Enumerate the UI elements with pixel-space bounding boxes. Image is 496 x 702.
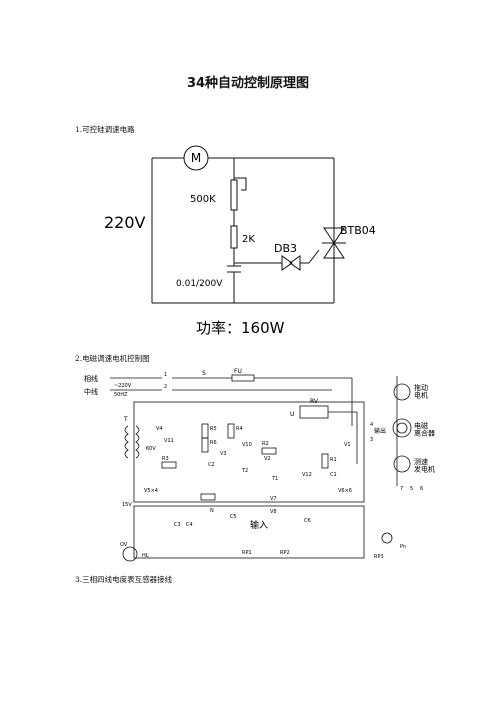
r3-label: R3 <box>162 456 169 462</box>
resistor-label: 2K <box>242 234 255 245</box>
c6-label: C6 <box>304 518 311 524</box>
rv-label: RV <box>310 398 319 405</box>
v3-label: V3 <box>220 451 227 457</box>
v10-label: V10 <box>242 442 252 448</box>
v12-label: V12 <box>302 472 312 478</box>
v4-label: V4 <box>156 426 163 432</box>
page-title: 34种自动控制原理图 <box>186 76 310 91</box>
section-caption-2: 2.电磁调速电机控制图 <box>75 354 150 363</box>
v60-label: 60V <box>146 446 156 452</box>
clutch-label: 电磁离合器 <box>414 421 435 438</box>
triac-label: BTB04 <box>340 224 376 237</box>
r1-label: R1 <box>330 457 337 463</box>
terminal-1: 1 <box>164 372 167 378</box>
capacitor-label: 0.01/200V <box>176 279 223 289</box>
r2-label: R2 <box>262 441 269 447</box>
r4-label: R4 <box>236 426 243 432</box>
hz50-label: 50HZ <box>114 392 128 398</box>
motor-label: M <box>191 151 201 165</box>
v1-label: V1 <box>344 442 351 448</box>
c4-label: C4 <box>186 522 193 528</box>
terminal-2: 2 <box>164 384 167 390</box>
power-label: 功率：160W <box>196 319 285 337</box>
hl-label: HL <box>142 553 149 559</box>
v220-label: ~220V <box>114 383 132 389</box>
electromagnetic-speed-motor-schematic: 相线 中线 ~220V 50HZ 1 2 S FU RV U 4 3 输出 V1… <box>84 368 435 562</box>
neutral-label: 中线 <box>84 387 98 396</box>
t2-label: T2 <box>241 468 248 474</box>
r6-label: R6 <box>210 440 217 446</box>
v11-label: V11 <box>164 438 174 444</box>
rp1-label: RP1 <box>242 550 252 556</box>
phase-label: 相线 <box>84 374 98 383</box>
v15-label: 15V <box>122 502 132 508</box>
diac-label: DB3 <box>274 242 297 255</box>
rp2-label: RP2 <box>280 550 290 556</box>
v6x6-label: V6×6 <box>338 488 352 494</box>
triac-speed-control-schematic: M 500K 2K DB3 BTB04 0.01/200V 220V 功率：16… <box>104 145 376 337</box>
drive-motor-label: 拖动电机 <box>414 383 428 400</box>
section-caption-1: 1.可控硅调速电路 <box>75 125 135 134</box>
v5x4-label: V5×4 <box>144 488 158 494</box>
voltage-label: 220V <box>104 213 146 232</box>
ov-label: OV <box>120 542 128 548</box>
u-label: U <box>290 411 294 418</box>
switch-s-label: S <box>202 370 206 377</box>
c2-label: C2 <box>208 462 215 468</box>
c1-label: C1 <box>330 472 337 478</box>
fuse-label: FU <box>234 368 242 375</box>
terminal-4: 4 <box>370 422 373 428</box>
terminal-5: 5 <box>410 486 413 492</box>
pn-label: Pn <box>400 544 406 550</box>
r5-label: R5 <box>210 426 217 432</box>
v2-label: V2 <box>264 456 271 462</box>
terminal-6: 6 <box>420 486 423 492</box>
c5-label: C5 <box>230 514 237 520</box>
pot-label: 500K <box>190 194 216 205</box>
v8-label: V8 <box>270 509 277 515</box>
v7-label: V7 <box>270 496 277 502</box>
section-caption-3: 3.三相四线电度表互感器接线 <box>75 575 173 584</box>
t1-label: T1 <box>271 476 278 482</box>
terminal-7: 7 <box>400 486 403 492</box>
n-label: N <box>210 508 214 514</box>
tach-label: 测速发电机 <box>414 458 435 474</box>
terminal-3: 3 <box>370 437 373 443</box>
rp3-label: RP3 <box>374 554 384 560</box>
input-label: 输入 <box>250 519 268 531</box>
transformer-label: T <box>123 416 128 423</box>
c3-label: C3 <box>174 522 181 528</box>
output-label: 输出 <box>374 427 386 435</box>
